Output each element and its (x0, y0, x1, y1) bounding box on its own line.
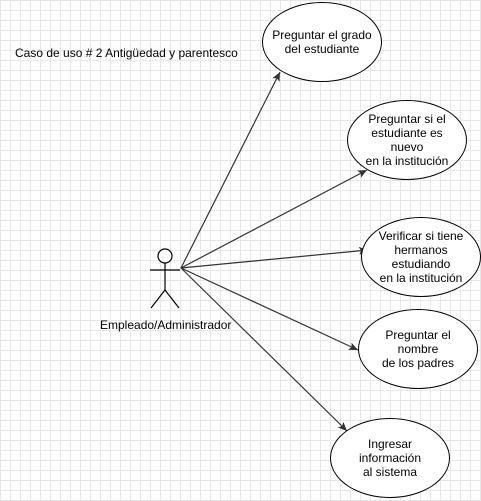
diagram-title: Caso de uso # 2 Antigüedad y parentesco (15, 46, 238, 60)
association-arrow-4 (180, 267, 359, 351)
actor-right-leg (164, 289, 180, 309)
use-case-parents-name[interactable]: Preguntar el nombre de los padres (358, 309, 478, 389)
association-arrow-3 (180, 246, 369, 269)
use-case-siblings[interactable]: Verificar si tiene hermanos estudiando e… (361, 217, 481, 297)
association-arrow-2 (180, 169, 368, 269)
actor-label: Empleado/Administrador (100, 318, 232, 332)
association-arrow-5 (180, 267, 348, 432)
actor-figure (150, 248, 180, 309)
use-case-new-student[interactable]: Preguntar si el estudiante es nuevo en l… (347, 100, 467, 180)
use-case-grade[interactable]: Preguntar el grado del estudiante (262, 2, 382, 82)
actor-left-leg (150, 289, 166, 309)
actor-head (157, 248, 173, 264)
association-arrow-1 (180, 71, 281, 269)
use-case-enter-info[interactable]: Ingresar información al sistema (330, 418, 450, 498)
